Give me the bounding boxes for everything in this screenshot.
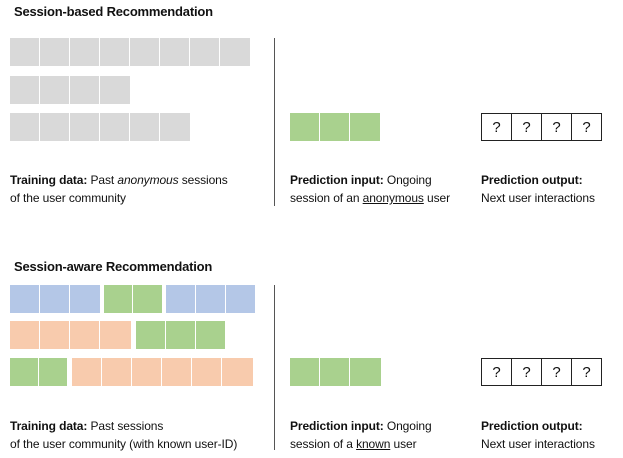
session-item — [320, 358, 350, 386]
caption-label: Training data: — [10, 173, 88, 187]
session-item — [136, 321, 166, 349]
section-divider — [274, 285, 275, 450]
caption-underlined: known — [356, 437, 391, 451]
session-item — [160, 38, 190, 66]
training-data-caption: Training data: Past anonymous sessions o… — [10, 171, 228, 207]
session-item — [10, 38, 40, 66]
session-item — [40, 321, 70, 349]
session-based-title: Session-based Recommendation — [14, 4, 213, 19]
session-item — [192, 358, 222, 386]
unknown-item-box: ? — [542, 358, 572, 386]
session-item — [70, 285, 100, 313]
prediction-output-boxes: ? ? ? ? — [481, 113, 602, 141]
caption-text: sessions — [178, 173, 228, 187]
caption-text: user — [390, 437, 417, 451]
session-item — [72, 358, 102, 386]
caption-text: Ongoing — [383, 419, 432, 433]
user-session-row — [10, 285, 255, 313]
prediction-input-caption: Prediction input: Ongoing session of a k… — [290, 417, 432, 453]
session-item — [40, 76, 70, 104]
session-item — [130, 38, 160, 66]
session-item — [166, 321, 196, 349]
caption-text: session of a — [290, 437, 357, 451]
session-item — [290, 358, 320, 386]
caption-emphasis: anonymous — [117, 173, 179, 187]
caption-label: Training data: — [10, 419, 88, 433]
prediction-output-caption: Prediction output: Next user interaction… — [481, 417, 595, 453]
caption-text: session of an — [290, 191, 363, 205]
training-session-row — [10, 38, 250, 66]
session-item — [100, 38, 130, 66]
unknown-item-box: ? — [572, 358, 602, 386]
caption-line2: Next user interactions — [481, 437, 595, 451]
training-session-row — [10, 76, 130, 104]
session-item — [70, 38, 100, 66]
session-item — [162, 358, 192, 386]
session-item — [100, 76, 130, 104]
caption-text: Ongoing — [383, 173, 432, 187]
session-item — [133, 285, 162, 313]
prediction-output-boxes: ? ? ? ? — [481, 358, 602, 386]
session-item — [290, 113, 320, 141]
caption-text: Past — [87, 173, 118, 187]
session-item — [130, 113, 160, 141]
session-aware-title: Session-aware Recommendation — [14, 259, 213, 274]
training-session-row — [10, 113, 190, 141]
section-divider — [274, 38, 275, 206]
session-item — [10, 321, 40, 349]
session-item — [226, 285, 255, 313]
session-item — [10, 285, 40, 313]
session-item — [10, 76, 40, 104]
caption-underlined: anonymous — [362, 191, 424, 205]
session-item — [10, 358, 39, 386]
ongoing-session-row — [290, 358, 381, 386]
caption-label: Prediction output: — [481, 419, 583, 433]
session-item — [40, 113, 70, 141]
session-item — [222, 358, 253, 386]
unknown-item-box: ? — [572, 113, 602, 141]
session-item — [10, 113, 40, 141]
unknown-item-box: ? — [512, 358, 542, 386]
session-item — [102, 358, 132, 386]
session-item — [70, 76, 100, 104]
session-item — [320, 113, 350, 141]
prediction-input-caption: Prediction input: Ongoing session of an … — [290, 171, 450, 207]
session-item — [196, 321, 225, 349]
ongoing-session-row — [290, 113, 380, 141]
session-item — [350, 113, 380, 141]
caption-label: Prediction input: — [290, 173, 384, 187]
caption-text: user — [423, 191, 450, 205]
session-item — [39, 358, 67, 386]
unknown-item-box: ? — [512, 113, 542, 141]
session-item — [100, 321, 131, 349]
training-data-caption: Training data: Past sessions of the user… — [10, 417, 237, 453]
caption-line2: of the user community (with known user-I… — [10, 437, 238, 451]
session-item — [70, 113, 100, 141]
caption-label: Prediction input: — [290, 419, 384, 433]
caption-line2: of the user community — [10, 191, 126, 205]
session-item — [190, 38, 220, 66]
session-item — [132, 358, 162, 386]
session-item — [40, 38, 70, 66]
session-item — [196, 285, 226, 313]
caption-label: Prediction output: — [481, 173, 583, 187]
session-item — [166, 285, 196, 313]
caption-text: Past sessions — [87, 419, 164, 433]
unknown-item-box: ? — [482, 358, 512, 386]
user-session-row — [10, 358, 253, 386]
unknown-item-box: ? — [542, 113, 572, 141]
session-item — [350, 358, 381, 386]
session-item — [70, 321, 100, 349]
unknown-item-box: ? — [482, 113, 512, 141]
session-item — [40, 285, 70, 313]
session-item — [160, 113, 190, 141]
user-session-row — [10, 321, 225, 349]
caption-line2: Next user interactions — [481, 191, 595, 205]
session-item — [104, 285, 133, 313]
session-item — [100, 113, 130, 141]
prediction-output-caption: Prediction output: Next user interaction… — [481, 171, 595, 207]
session-item — [220, 38, 250, 66]
